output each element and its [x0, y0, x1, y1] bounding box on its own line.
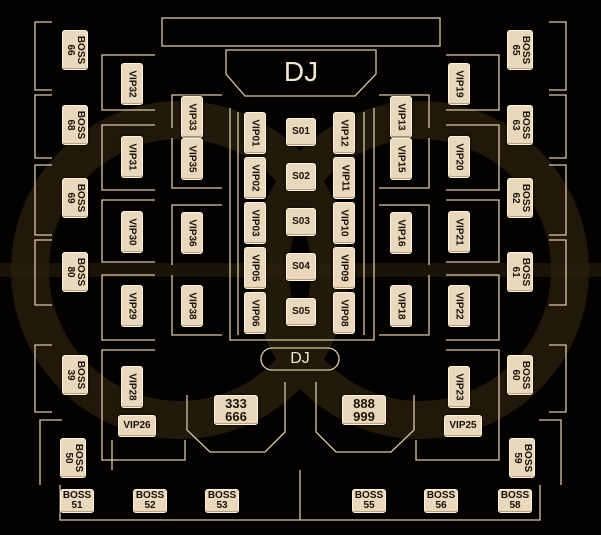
seat-vip-05[interactable]: VIP05: [244, 247, 266, 289]
seat-vip-02[interactable]: VIP02: [244, 157, 266, 199]
seat-vip-32[interactable]: VIP32: [121, 63, 143, 105]
seat-vip-28[interactable]: VIP28: [121, 366, 143, 408]
seat-vip-36[interactable]: VIP36: [181, 212, 203, 254]
seat-boss-65[interactable]: BOSS 65: [507, 30, 533, 70]
seat-boss-59[interactable]: BOSS 59: [509, 438, 535, 478]
seat-vip-25[interactable]: VIP25: [444, 415, 482, 437]
seat-vip-15[interactable]: VIP15: [390, 138, 412, 180]
seat-vip-38[interactable]: VIP38: [181, 285, 203, 327]
seat-s05[interactable]: S05: [286, 298, 316, 326]
seat-vip-26[interactable]: VIP26: [118, 415, 156, 437]
seat-boss-61[interactable]: BOSS 61: [507, 252, 533, 292]
seat-vip-18[interactable]: VIP18: [390, 285, 412, 327]
seat-vip-03[interactable]: VIP03: [244, 202, 266, 244]
seat-vip-35[interactable]: VIP35: [181, 138, 203, 180]
seat-vip-08[interactable]: VIP08: [333, 292, 355, 334]
seat-boss-66[interactable]: BOSS 66: [62, 30, 88, 70]
seat-vip-01[interactable]: VIP01: [244, 112, 266, 154]
dj-main-label: DJ: [283, 56, 319, 87]
table-333-666[interactable]: 333 666: [214, 395, 258, 425]
dj-booth: [225, 49, 377, 97]
seat-s02[interactable]: S02: [286, 163, 316, 191]
seat-boss-63[interactable]: BOSS 63: [507, 105, 533, 145]
seat-boss-39[interactable]: BOSS 39: [62, 355, 88, 395]
seat-vip-19[interactable]: VIP19: [448, 63, 470, 105]
seat-vip-20[interactable]: VIP20: [448, 136, 470, 178]
seat-boss-80[interactable]: BOSS 80: [62, 252, 88, 292]
seat-vip-11[interactable]: VIP11: [333, 157, 355, 199]
seat-boss-62[interactable]: BOSS 62: [507, 178, 533, 218]
seat-boss-51[interactable]: BOSS 51: [60, 489, 94, 513]
seat-boss-69[interactable]: BOSS 69: [62, 178, 88, 218]
dj-lower-label: DJ: [290, 350, 310, 367]
seat-vip-33[interactable]: VIP33: [181, 96, 203, 138]
seat-vip-09[interactable]: VIP09: [333, 247, 355, 289]
seat-vip-29[interactable]: VIP29: [121, 285, 143, 327]
seat-vip-22[interactable]: VIP22: [448, 285, 470, 327]
seat-vip-12[interactable]: VIP12: [333, 112, 355, 154]
dj-lower-booth: [260, 347, 340, 371]
seat-boss-53[interactable]: BOSS 53: [205, 489, 239, 513]
seat-vip-13[interactable]: VIP13: [390, 96, 412, 138]
table-888-999[interactable]: 888 999: [342, 395, 386, 425]
seat-boss-50[interactable]: BOSS 50: [60, 438, 86, 478]
seat-vip-21[interactable]: VIP21: [448, 211, 470, 253]
seat-boss-58[interactable]: BOSS 58: [498, 489, 532, 513]
seat-s03[interactable]: S03: [286, 208, 316, 236]
seat-boss-55[interactable]: BOSS 55: [352, 489, 386, 513]
seat-boss-56[interactable]: BOSS 56: [424, 489, 458, 513]
seat-s04[interactable]: S04: [286, 253, 316, 281]
stage-top: [161, 17, 441, 47]
seat-vip-30[interactable]: VIP30: [121, 211, 143, 253]
seat-vip-06[interactable]: VIP06: [244, 292, 266, 334]
seat-boss-52[interactable]: BOSS 52: [133, 489, 167, 513]
seat-boss-68[interactable]: BOSS 68: [62, 105, 88, 145]
seat-vip-16[interactable]: VIP16: [390, 212, 412, 254]
seat-s01[interactable]: S01: [286, 118, 316, 146]
seat-boss-60[interactable]: BOSS 60: [507, 355, 533, 395]
seat-vip-23[interactable]: VIP23: [448, 366, 470, 408]
seat-vip-31[interactable]: VIP31: [121, 136, 143, 178]
seat-vip-10[interactable]: VIP10: [333, 202, 355, 244]
